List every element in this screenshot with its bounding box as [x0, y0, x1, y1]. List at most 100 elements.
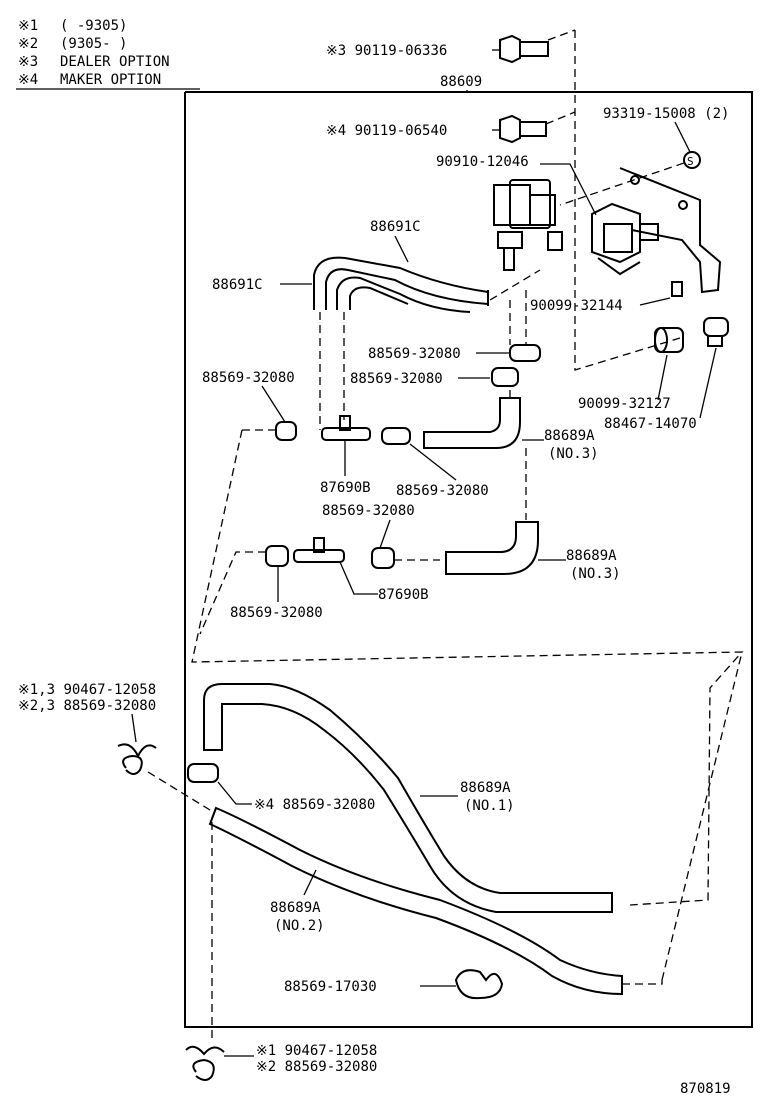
clip-side-dash — [147, 771, 211, 811]
hose-no2-end-dash — [622, 980, 663, 985]
bolt-shank-icon — [519, 41, 549, 57]
vsv-right-coil — [603, 223, 633, 253]
cushion-face-icon — [654, 327, 668, 353]
hose-88689a-no2-label: 88689A — [270, 900, 321, 916]
cushion-90099-32127: 90099-32127 — [578, 327, 684, 412]
bolt-head-icon — [499, 114, 521, 144]
bolt-shank-icon — [519, 121, 547, 137]
hose-88691c-inner — [336, 276, 471, 313]
clamp-mid-label: 88569-32080 — [322, 503, 415, 519]
clamp-upper-2-label: 88569-32080 — [350, 371, 443, 387]
spring-clip-icon — [117, 743, 157, 775]
mounting-bracket — [619, 167, 722, 294]
tee-87690b-b-icon — [293, 549, 345, 563]
clamp-icon — [491, 367, 519, 387]
clamp-upper-1-label: 88569-32080 — [368, 346, 461, 362]
legend-text-4: MAKER OPTION — [60, 72, 161, 88]
dealer-bracket-dash — [574, 30, 681, 371]
outer-route-dash — [191, 429, 744, 906]
collar-label: 88467-14070 — [604, 416, 697, 432]
bolt-maker-option: ※4 90119-06540 — [326, 111, 576, 144]
hose-88691c-top-label: 88691C — [370, 219, 421, 235]
clip-side-2-label: ※2,3 88569-32080 — [18, 698, 156, 714]
cushion-leader — [657, 354, 668, 401]
hose-88689a-no1-icon — [203, 683, 613, 913]
figure-number: 870819 — [680, 1081, 731, 1097]
clamp-icon — [265, 545, 289, 567]
clamp-icon — [509, 344, 541, 362]
bracket-outline — [619, 167, 722, 294]
hose-88689a-no2-sub: (NO.2) — [274, 918, 325, 934]
legend-text-2: (9305- ) — [60, 36, 127, 52]
collar-stem-icon — [707, 335, 723, 347]
hose-88691c-left-label: 88691C — [212, 277, 263, 293]
hose-88689a-no3-a-icon — [423, 397, 521, 449]
tee-87690b-b-leader — [339, 561, 378, 595]
vsv-left-coil — [509, 179, 551, 229]
hose-88689a-no3-b-label: 88689A — [566, 548, 617, 564]
hose-88689a-no3-b-icon — [445, 521, 539, 575]
hose-88689a-no3-a-sub: (NO.3) — [548, 446, 599, 462]
hose-88689a-no1-sub: (NO.1) — [464, 798, 515, 814]
clamp-17030-label: 88569-17030 — [284, 979, 377, 995]
bolt-dealer-label: ※3 90119-06336 — [326, 43, 447, 59]
vsv-hose-dash — [489, 269, 541, 301]
legend-mark-3: ※3 — [18, 54, 38, 70]
screw-leader — [639, 297, 671, 306]
vsv-right-body — [591, 202, 659, 276]
hose-88689a-no2-leader — [303, 869, 317, 896]
hose-88691c-inner-edge — [349, 286, 409, 310]
hose-88689a-no3-a-label: 88689A — [544, 428, 595, 444]
vsv-left-housing — [493, 184, 531, 226]
bolt-head-icon — [499, 34, 521, 64]
collar-88467-14070: 88467-14070 — [604, 317, 729, 432]
clip-bottom-2-label: ※2 88569-32080 — [256, 1059, 377, 1075]
collar-leader — [699, 347, 717, 419]
lower-left-dash — [199, 551, 266, 635]
clip-side-1-label: ※1,3 90467-12058 — [18, 682, 156, 698]
tee-stem-icon — [313, 537, 325, 553]
hose-no2-route-dash — [661, 651, 743, 981]
vsv-left-port — [497, 231, 523, 249]
cushion-label: 90099-32127 — [578, 396, 671, 412]
cushion-icon — [654, 327, 684, 353]
clamp-icon — [275, 421, 297, 441]
nut-dash — [559, 162, 685, 206]
screw-icon — [671, 281, 683, 297]
bolt-maker-dash — [545, 111, 576, 125]
hose-88689a-no1-label: 88689A — [460, 780, 511, 796]
hose-88689a-no2-icon — [208, 806, 623, 996]
clamp-icon — [381, 427, 411, 445]
tee-87690b-a-icon — [321, 427, 371, 441]
nut-s-mark: S — [687, 155, 694, 168]
nut-label: 93319-15008 (2) — [603, 106, 729, 122]
bracket-hole-icon — [630, 175, 640, 185]
bracket-hole-icon — [678, 200, 688, 210]
collar-icon — [703, 317, 729, 337]
hose-88691c-outer — [313, 256, 489, 310]
legend: ※1 ( -9305) ※2 (9305- ) ※3 DEALER OPTION… — [16, 18, 200, 90]
clamp-left-label: 88569-32080 — [202, 370, 295, 386]
legend-mark-4: ※4 — [18, 72, 38, 88]
vsv-left-body — [493, 179, 563, 271]
clamp-maker-leader — [217, 781, 252, 805]
legend-mark-2: ※2 — [18, 36, 38, 52]
clamp-mid-leader — [379, 519, 391, 549]
bolt-dealer-dash — [547, 29, 576, 41]
tee-87690b-a-label: 87690B — [320, 480, 371, 496]
hose-88689a-no3-b-sub: (NO.3) — [570, 566, 621, 582]
nut-icon — [683, 151, 701, 169]
hose-88691c-outer-inner — [325, 268, 489, 310]
hose-88691c-top-leader — [394, 235, 409, 263]
assembly-number: 88609 — [440, 74, 482, 90]
bolt-maker-label: ※4 90119-06540 — [326, 123, 447, 139]
assembly-frame — [184, 91, 753, 1028]
vsv-right-housing — [591, 202, 641, 264]
tee-stem-icon — [339, 415, 351, 431]
tee-87690b-b-label: 87690B — [378, 587, 429, 603]
legend-mark-1: ※1 — [18, 18, 38, 34]
vsv-left-cap — [529, 194, 556, 226]
clip-bottom-1-label: ※1 90467-12058 — [256, 1043, 377, 1059]
clamp-icon — [187, 763, 219, 783]
legend-text-1: ( -9305) — [60, 18, 127, 34]
